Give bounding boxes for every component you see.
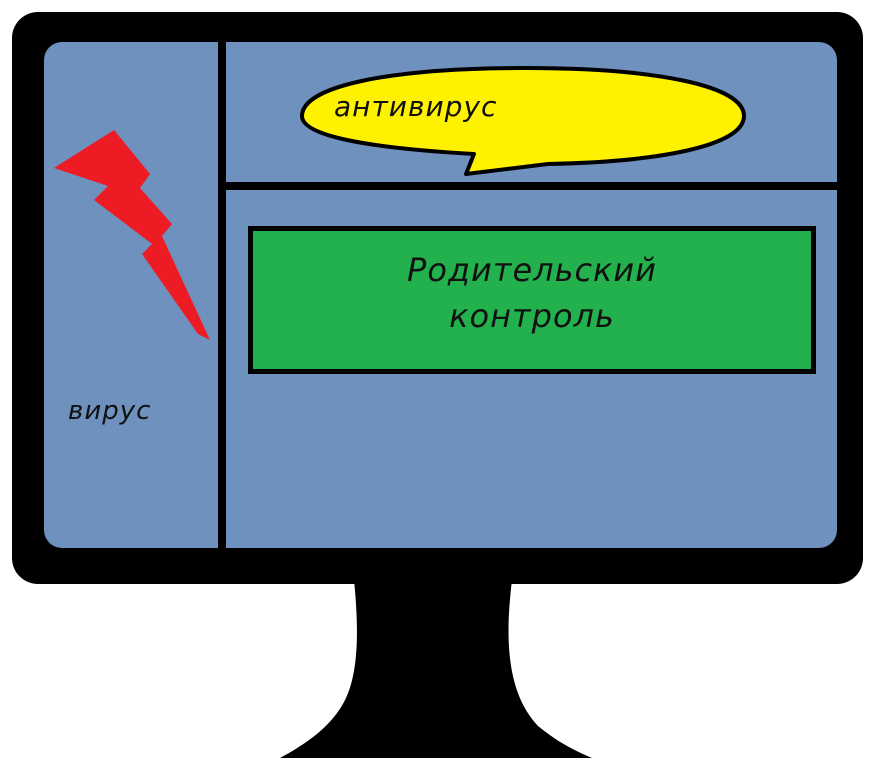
virus-label: вирус — [68, 396, 152, 426]
vertical-divider — [218, 42, 226, 548]
parental-control-label: Родительский контроль — [253, 247, 811, 339]
parental-control-line2: контроль — [449, 297, 615, 335]
parental-control-box: Родительский контроль — [248, 226, 816, 374]
lightning-bolt-icon — [54, 130, 210, 340]
horizontal-divider — [222, 182, 837, 190]
monitor-stand — [280, 580, 592, 758]
parental-control-line1: Родительский — [407, 251, 657, 289]
speech-bubble — [300, 66, 746, 176]
antivirus-label: антивирус — [334, 90, 498, 123]
